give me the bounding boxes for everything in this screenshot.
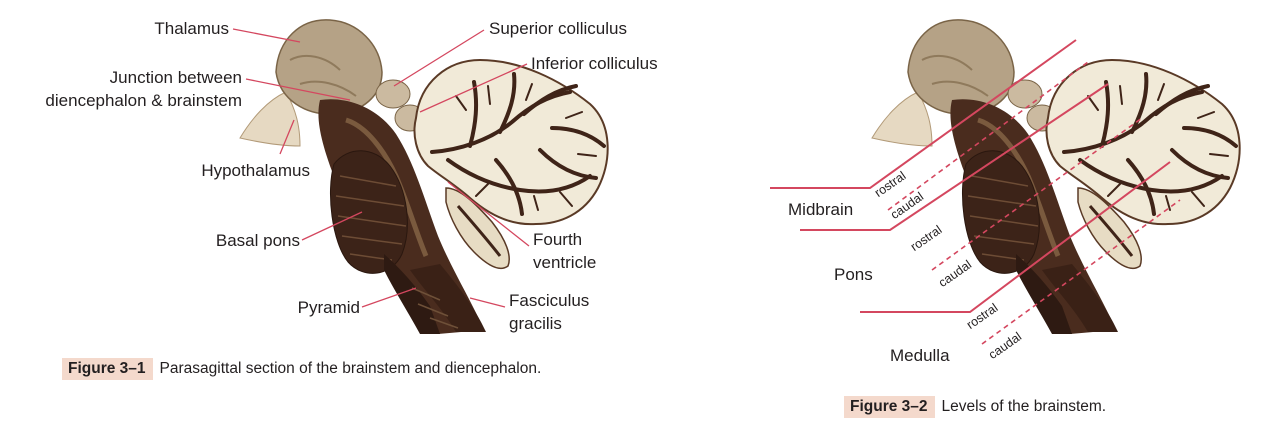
figure-3-1-caption: Figure 3–1 Parasagittal section of the b… [62, 358, 541, 380]
label-hypothalamus: Hypothalamus [201, 161, 310, 180]
brainstem-section-image [232, 19, 609, 334]
label-junction-line2: diencephalon & brainstem [45, 91, 242, 110]
label-fasciculus-line2: gracilis [509, 314, 562, 333]
level-medulla: Medulla [890, 346, 950, 365]
label-fasciculus-line1: Fasciculus [509, 291, 590, 310]
level-midbrain: Midbrain [788, 200, 854, 219]
label-pyramid: Pyramid [297, 298, 360, 317]
figure-3-2-caption: Figure 3–2 Levels of the brainstem. [844, 396, 1106, 418]
label-junction-line1: Junction between [109, 68, 242, 87]
figure-3-2-number: Figure 3–2 [844, 396, 935, 418]
figure-3-1-text: Parasagittal section of the brainstem an… [159, 360, 542, 377]
label-thalamus: Thalamus [154, 19, 229, 38]
figure-3-2: Midbrain Pons Medulla rostral caudal ros… [760, 0, 1286, 428]
figure-3-1-number: Figure 3–1 [62, 358, 153, 380]
level-pons: Pons [834, 265, 873, 284]
label-basal-pons: Basal pons [215, 231, 300, 250]
figure-3-2-text: Levels of the brainstem. [941, 398, 1107, 415]
figure-3-1: Thalamus Junction between diencephalon &… [45, 19, 658, 380]
label-fourth-ventricle-line1: Fourth [533, 230, 583, 249]
label-inferior-colliculus: Inferior colliculus [531, 54, 658, 73]
label-fourth-ventricle-line2: ventricle [533, 253, 597, 272]
brainstem-levels-image [770, 19, 1241, 345]
label-superior-colliculus: Superior colliculus [489, 19, 627, 38]
